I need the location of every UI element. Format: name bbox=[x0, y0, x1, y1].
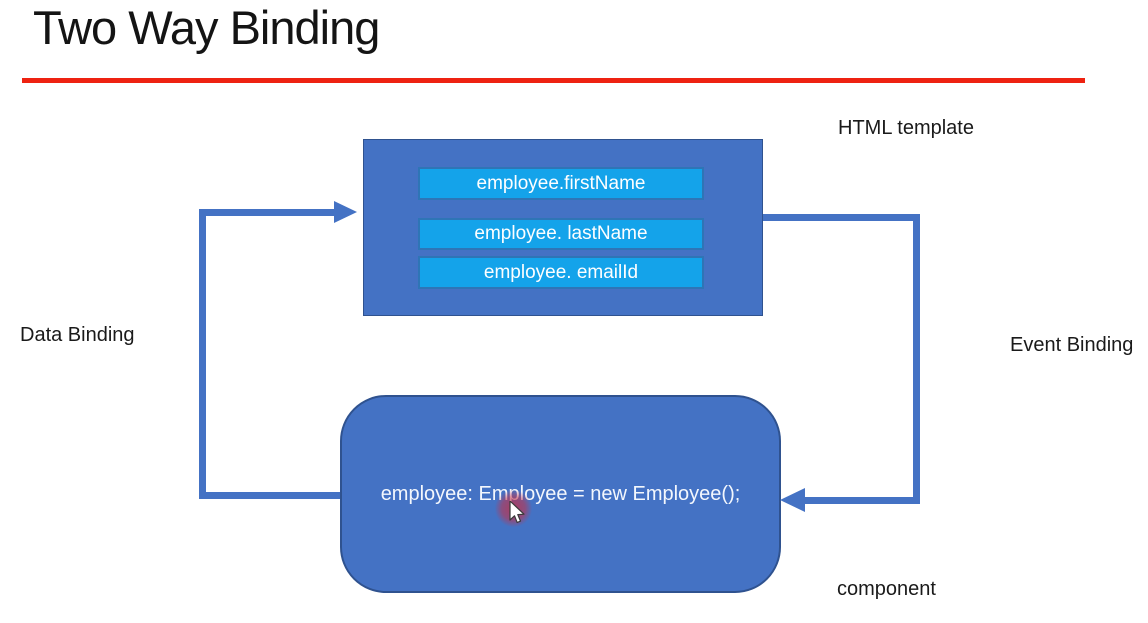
component-code-text: employee: Employee = new Employee(); bbox=[380, 482, 741, 505]
event-binding-arrowhead-icon bbox=[780, 488, 805, 512]
slide-title: Two Way Binding bbox=[33, 1, 380, 54]
html-template-label: HTML template bbox=[838, 117, 974, 139]
event-binding-arrow-vertical-segment bbox=[913, 214, 920, 504]
field-firstname: employee.firstName bbox=[418, 167, 704, 200]
component-label: component bbox=[837, 578, 936, 600]
event-binding-label: Event Binding bbox=[1010, 334, 1134, 356]
event-binding-arrow-top-segment bbox=[763, 214, 920, 221]
mouse-pointer-icon bbox=[509, 501, 525, 524]
title-underline bbox=[22, 78, 1085, 83]
event-binding-arrow-bottom-segment bbox=[804, 497, 920, 504]
data-binding-arrowhead-icon bbox=[334, 201, 357, 223]
data-binding-arrow-bottom-segment bbox=[199, 492, 340, 499]
html-template-box: employee.firstName employee. lastName em… bbox=[363, 139, 763, 316]
data-binding-arrow-top-segment bbox=[199, 209, 336, 216]
data-binding-label: Data Binding bbox=[20, 324, 135, 346]
field-emailid: employee. emailId bbox=[418, 256, 704, 289]
component-box: employee: Employee = new Employee(); bbox=[340, 395, 781, 593]
field-lastname: employee. lastName bbox=[418, 218, 704, 250]
data-binding-arrow-vertical-segment bbox=[199, 209, 206, 499]
